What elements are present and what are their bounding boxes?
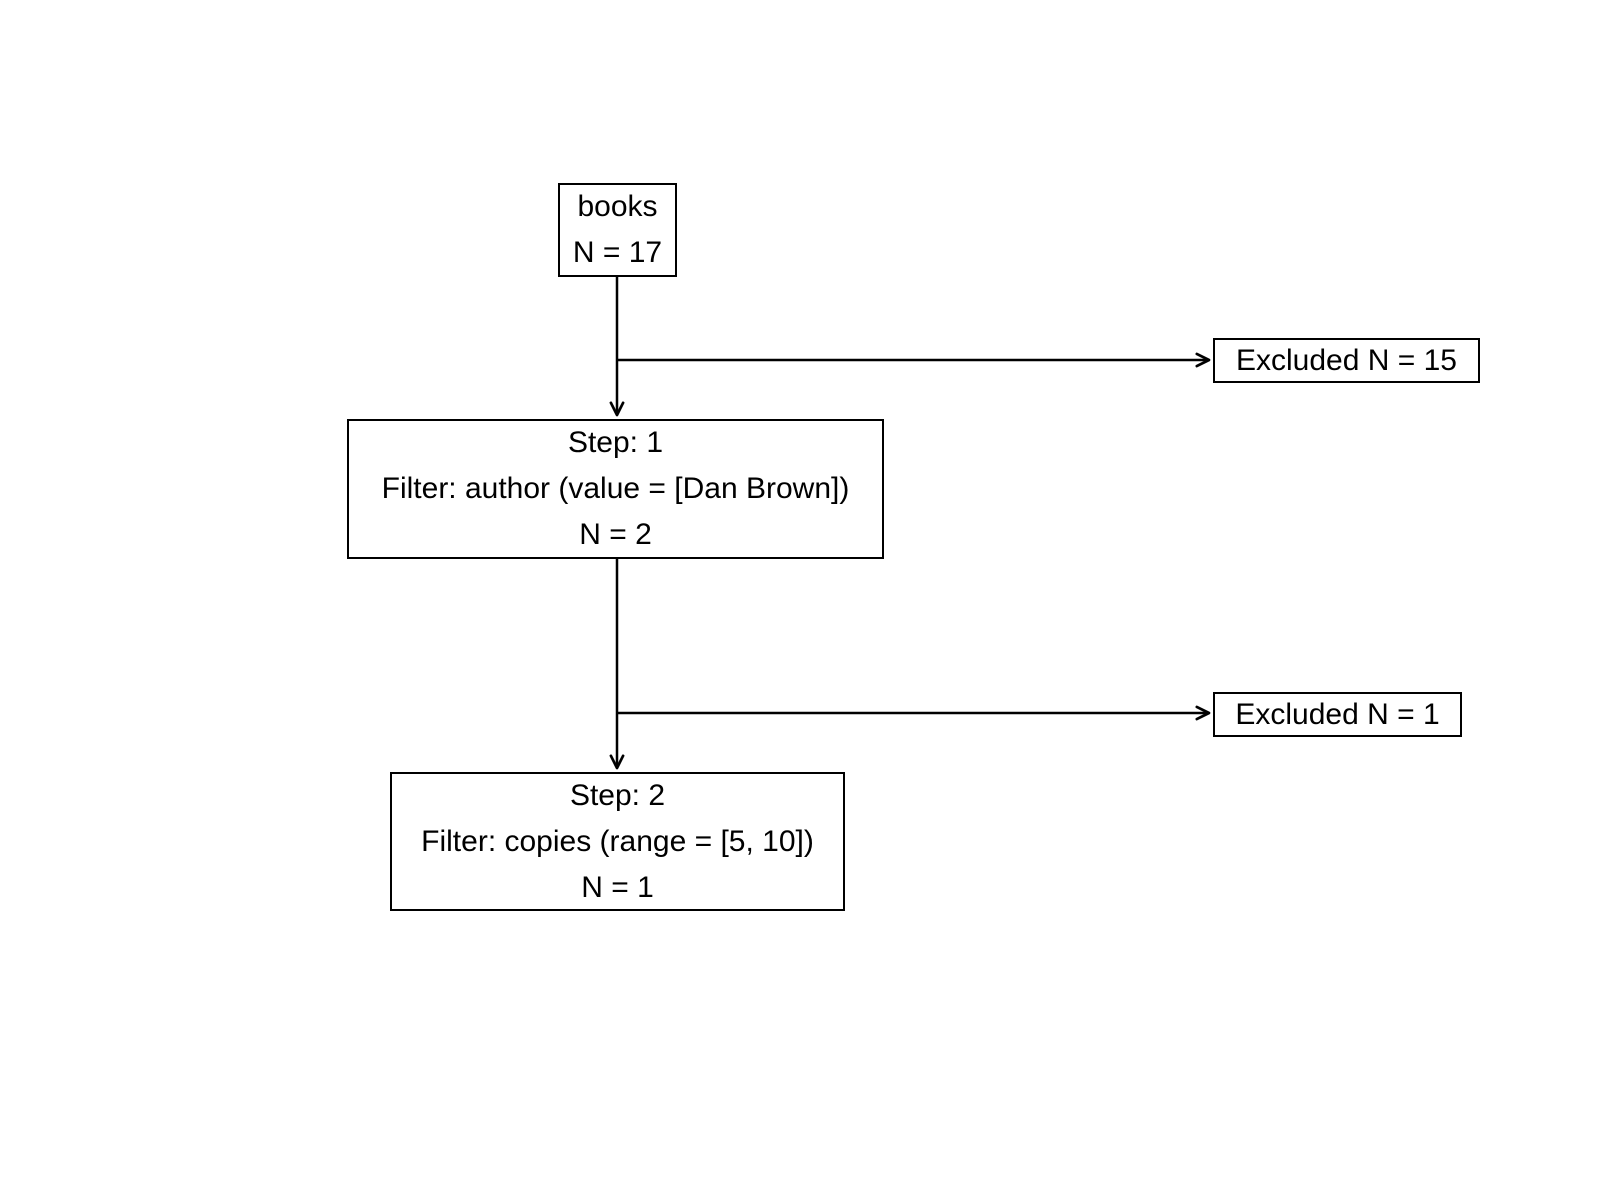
step-1-filter: Filter: author (value = [Dan Brown]) xyxy=(381,472,850,505)
source-count: N = 17 xyxy=(572,236,663,269)
step-2-title: Step: 2 xyxy=(569,778,666,812)
node-source-books: books N = 17 xyxy=(558,183,677,277)
node-excluded-step-2: Excluded N = 1 xyxy=(1213,692,1462,737)
step-1-title: Step: 1 xyxy=(567,426,664,459)
step-2-filter: Filter: copies (range = [5, 10]) xyxy=(421,824,814,858)
step-1-count: N = 2 xyxy=(579,518,652,551)
step-2-count: N = 1 xyxy=(581,870,654,904)
node-excluded-step-1: Excluded N = 15 xyxy=(1213,338,1480,383)
source-table-name: books xyxy=(577,190,658,223)
node-step-2: Step: 2 Filter: copies (range = [5, 10])… xyxy=(390,772,845,911)
node-step-1: Step: 1 Filter: author (value = [Dan Bro… xyxy=(347,419,884,559)
excluded-step-1-label: Excluded N = 15 xyxy=(1236,344,1457,377)
excluded-step-2-label: Excluded N = 1 xyxy=(1235,698,1440,731)
